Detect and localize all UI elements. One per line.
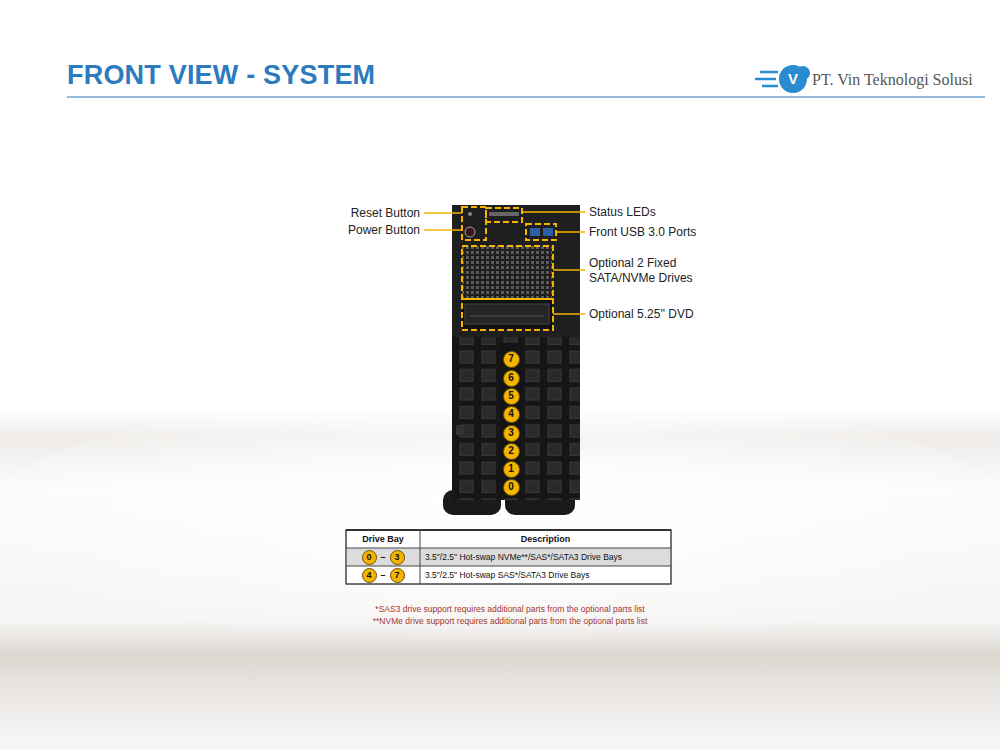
callout-number: 7 [503, 351, 520, 368]
server-chassis [443, 205, 580, 515]
callout-number: 1 [503, 461, 520, 478]
callout-number: 6 [503, 370, 520, 387]
part-label: Power Button [330, 223, 420, 238]
table-cell: – [377, 551, 389, 563]
company-name: PT. Vin Teknologi Solusi [812, 70, 973, 89]
callout-number: 3 [390, 550, 405, 565]
callout-number: 3 [503, 425, 520, 442]
callout-text: 5 [508, 391, 514, 401]
drive-table [346, 530, 671, 584]
callout-text: 2 [508, 446, 514, 456]
callout-number: 0 [503, 479, 520, 496]
part-label: Status LEDs [589, 205, 656, 220]
logo-icon [755, 65, 810, 93]
callout-text: 4 [366, 571, 371, 580]
callout-outline [462, 207, 556, 330]
table-cell: – [377, 569, 389, 581]
callout-text: 0 [366, 553, 371, 562]
callout-number: 7 [390, 568, 405, 583]
part-label: Reset Button [330, 206, 420, 221]
callout-number: 4 [362, 568, 377, 583]
leader-line [424, 212, 585, 314]
callout-number: 0 [362, 550, 377, 565]
table-cell: 3.5"/2.5" Hot-swap NVMe**/SAS*/SATA3 Dri… [425, 552, 622, 564]
callout-text: 3 [508, 428, 514, 438]
part-label: Optional 5.25'' DVD [589, 307, 694, 322]
table-header: Drive Bay [346, 533, 420, 545]
callout-text: 1 [508, 464, 514, 474]
callout-text: 7 [508, 354, 514, 364]
part-label: Optional 2 Fixed SATA/NVMe Drives [589, 256, 697, 286]
callout-text: 3 [394, 553, 399, 562]
table-header: Description [420, 533, 671, 545]
callout-text: 6 [508, 373, 514, 383]
callout-number: 2 [503, 443, 520, 460]
callout-text: 0 [508, 482, 514, 492]
title-rule [67, 96, 985, 97]
callout-text: 4 [508, 409, 514, 419]
table-cell: 3.5"/2.5" Hot-swap SAS*/SATA3 Drive Bays [425, 570, 589, 582]
callout-number: 4 [503, 406, 520, 423]
page-title: FRONT VIEW - SYSTEM [67, 60, 375, 91]
logo-letter: V [786, 70, 800, 88]
callout-text: 7 [394, 571, 399, 580]
footnote: **NVMe drive support requires additional… [310, 616, 710, 628]
callout-number: 5 [503, 388, 520, 405]
footnote: *SAS3 drive support requires additional … [310, 604, 710, 616]
part-label: Front USB 3.0 Ports [589, 225, 696, 240]
